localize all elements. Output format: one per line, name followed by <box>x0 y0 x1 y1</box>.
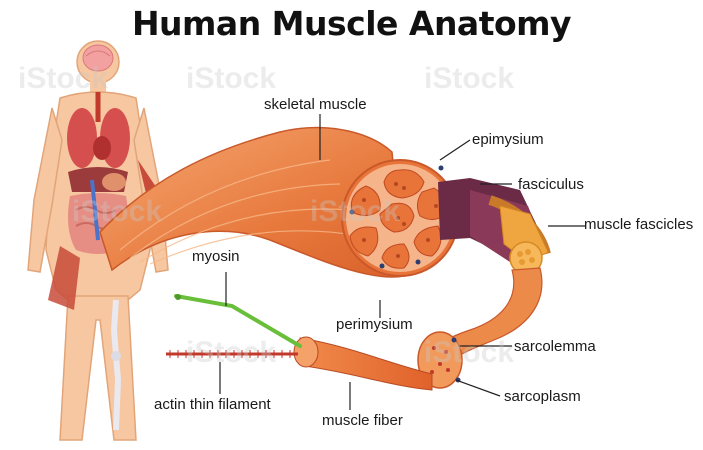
watermark: iStock <box>424 336 514 370</box>
muscle-fiber-shape <box>300 338 432 390</box>
watermark: iStock <box>186 62 276 96</box>
label-sarcoplasm: sarcoplasm <box>504 388 581 405</box>
label-actin-thin-filament: actin thin filament <box>154 396 271 413</box>
label-sarcolemma: sarcolemma <box>514 338 596 355</box>
watermark: iStock <box>18 62 108 96</box>
diagram-title: Human Muscle Anatomy <box>0 4 703 43</box>
label-perimysium: perimysium <box>336 316 413 333</box>
watermark: iStock <box>310 195 400 229</box>
label-skeletal-muscle: skeletal muscle <box>264 96 367 113</box>
watermark: iStock <box>72 195 162 229</box>
label-epimysium: epimysium <box>472 131 544 148</box>
label-fasciculus: fasciculus <box>518 176 584 193</box>
label-myosin: myosin <box>192 248 240 265</box>
label-muscle-fiber: muscle fiber <box>322 412 403 429</box>
watermark: iStock <box>424 62 514 96</box>
watermark: iStock <box>186 336 276 370</box>
label-muscle-fascicles: muscle fascicles <box>584 216 693 233</box>
